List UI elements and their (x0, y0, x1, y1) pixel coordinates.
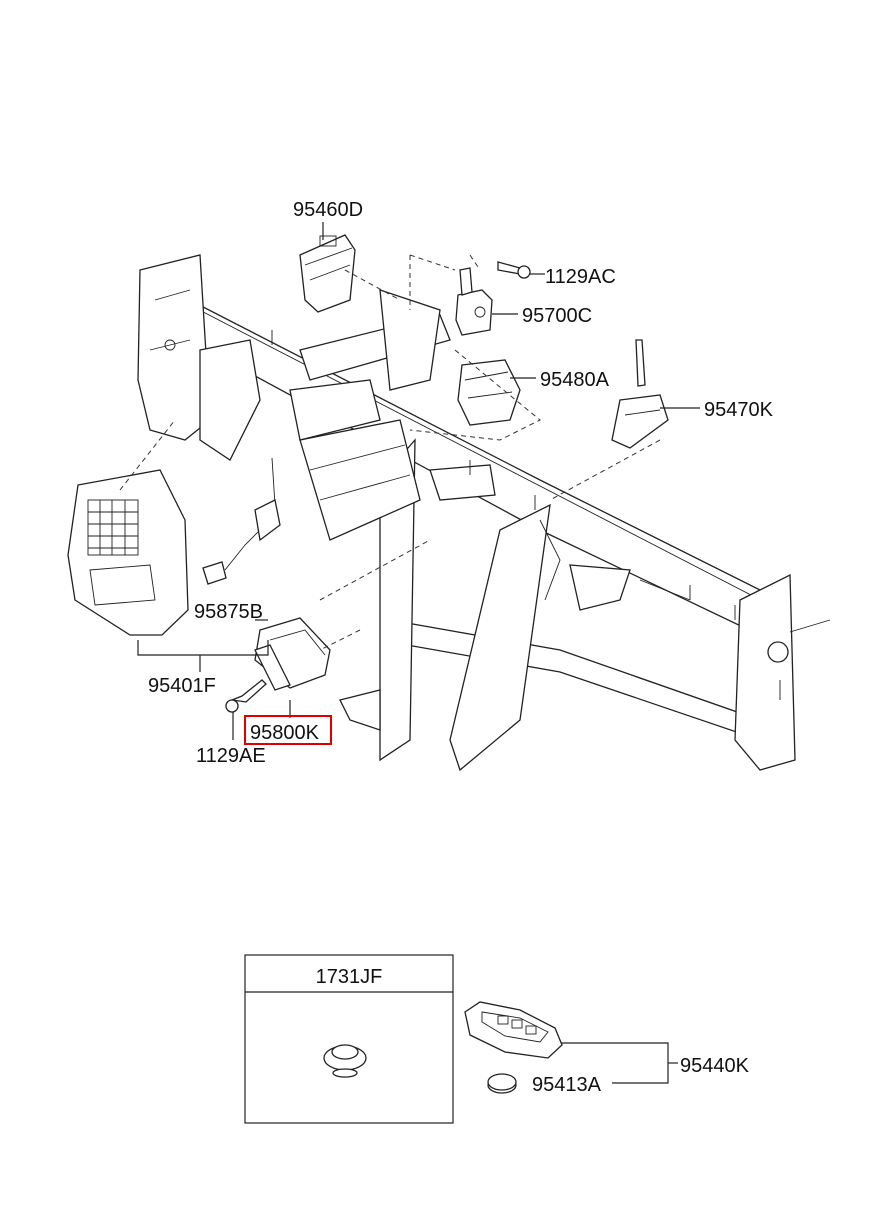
battery-95413A (487, 1073, 517, 1094)
leader-lines (137, 222, 700, 1084)
grommet-1731JF (323, 1044, 367, 1078)
highlight-box-95800K (244, 715, 332, 745)
module-95460D (299, 234, 356, 313)
label-95401F: 95401F (148, 675, 216, 697)
module-95800K (254, 617, 331, 691)
junction-box-95401F (67, 469, 189, 636)
antenna-95470K (611, 339, 669, 449)
label-1731JF: 1731JF (316, 966, 383, 988)
relation-lines (119, 254, 661, 651)
smart-key-95440K (464, 1001, 563, 1059)
label-1129AC: 1129AC (545, 266, 616, 288)
label-95875B: 95875B (194, 601, 263, 623)
label-95413A: 95413A (532, 1074, 602, 1096)
unit-95480A (457, 359, 521, 426)
sensor-95875B (202, 457, 281, 585)
label-1129AE: 1129AE (196, 745, 266, 767)
label-95460D: 95460D (293, 199, 363, 221)
part-labels: 95460D 1129AC 95700C 95480A 95470K 95875… (148, 199, 774, 1096)
label-95800K: 95800K (250, 722, 320, 744)
callout-box-1731JF: 1731JF (244, 954, 454, 1124)
label-95440K: 95440K (680, 1055, 750, 1077)
screw-1129AE (225, 679, 267, 713)
cowl-crossbar-assembly (137, 254, 831, 772)
label-95470K: 95470K (704, 399, 774, 421)
label-95480A: 95480A (540, 369, 610, 391)
sensor-95700C (455, 267, 493, 336)
bolt-1129AC (497, 261, 531, 279)
label-95700C: 95700C (522, 305, 592, 327)
